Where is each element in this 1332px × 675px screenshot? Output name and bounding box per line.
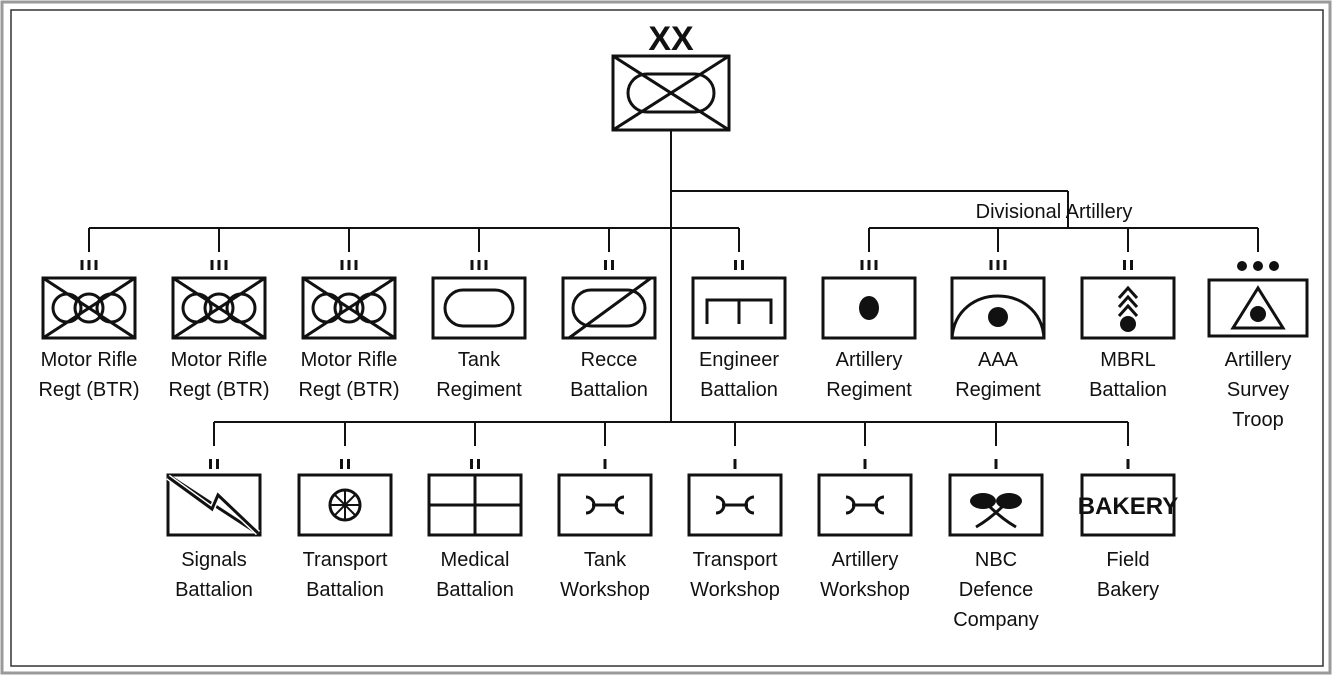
unit-label-line: Regiment <box>955 379 1041 401</box>
unit-label-line: Battalion <box>306 579 384 601</box>
unit-label-line: Tank <box>458 349 501 371</box>
unit-label-line: NBC <box>975 549 1017 571</box>
unit-label-line: MBRL <box>1100 349 1156 371</box>
echelon-mark <box>1237 261 1279 271</box>
unit-label-line: Transport <box>303 549 388 571</box>
unit-label-line: Bakery <box>1097 579 1159 601</box>
unit-label-line: Regt (BTR) <box>38 379 139 401</box>
unit-label-line: Artillery <box>1225 349 1292 371</box>
echelon-mark <box>1123 260 1133 270</box>
workshop-symbol <box>557 473 653 537</box>
unit-aaa: AAA Regiment <box>950 228 1046 401</box>
bakery-symbol: BAKERY <box>1078 473 1178 537</box>
echelon-mark <box>604 260 614 270</box>
workshop-symbol <box>687 473 783 537</box>
unit-mbrl: MBRL Battalion <box>1080 228 1176 401</box>
unit-label-line: Troop <box>1232 409 1284 431</box>
unit-label-line: Workshop <box>820 579 910 601</box>
unit-label-line: Defence <box>959 579 1034 601</box>
echelon-mark <box>989 260 1007 270</box>
unit-label-line: Company <box>953 609 1039 631</box>
unit-label-line: Field <box>1106 549 1149 571</box>
unit-label-line: AAA <box>978 349 1019 371</box>
recce-symbol <box>561 276 657 340</box>
row2-units: SignalsBattalionTransportBattalionMedica… <box>166 422 1178 631</box>
workshop-symbol <box>817 473 913 537</box>
unit-label-line: Regt (BTR) <box>168 379 269 401</box>
unit-label-line: Battalion <box>700 379 778 401</box>
unit-label-line: Battalion <box>1089 379 1167 401</box>
unit-label-line: Battalion <box>570 379 648 401</box>
connector-lines <box>89 130 1258 423</box>
unit-label-line: Workshop <box>690 579 780 601</box>
transport-symbol <box>297 473 393 537</box>
engineer-symbol <box>691 276 787 340</box>
echelon-mark <box>470 459 480 469</box>
divisional-artillery-label: Divisional Artillery <box>976 201 1133 223</box>
unit-label-line: Artillery <box>836 349 903 371</box>
echelon-mark <box>470 260 488 270</box>
rocket-symbol <box>1080 276 1176 340</box>
motor-rifle-symbol <box>41 276 137 340</box>
unit-label-line: Recce <box>581 349 638 371</box>
unit-label-line: Signals <box>181 549 247 571</box>
survey-symbol <box>1207 278 1309 338</box>
unit-label-line: Battalion <box>175 579 253 601</box>
air-defence-symbol <box>950 276 1046 340</box>
unit-label-line: Regiment <box>826 379 912 401</box>
division-echelon: XX <box>648 20 694 58</box>
nbc-symbol <box>948 473 1044 537</box>
echelon-mark <box>340 459 350 469</box>
unit-label-line: Engineer <box>699 349 779 371</box>
echelon-mark <box>340 260 358 270</box>
unit-label-line: Motor Rifle <box>301 349 398 371</box>
unit-label-line: Regiment <box>436 379 522 401</box>
motor-rifle-symbol <box>301 276 397 340</box>
medical-symbol <box>427 473 523 537</box>
motor-rifle-symbol <box>171 276 267 340</box>
unit-label-line: Survey <box>1227 379 1289 401</box>
unit-label-line: Regt (BTR) <box>298 379 399 401</box>
echelon-mark <box>209 459 219 469</box>
echelon-mark <box>210 260 228 270</box>
unit-label-line: Tank <box>584 549 627 571</box>
unit-label-line: Transport <box>693 549 778 571</box>
echelon-mark <box>734 260 744 270</box>
unit-label-line: Artillery <box>832 549 899 571</box>
unit-label-line: Medical <box>441 549 510 571</box>
signals-symbol <box>166 473 262 537</box>
unit-label-line: Motor Rifle <box>171 349 268 371</box>
artillery-symbol <box>821 276 917 340</box>
unit-label-line: Motor Rifle <box>41 349 138 371</box>
bakery-symbol-text: BAKERY <box>1078 493 1178 520</box>
echelon-mark <box>80 260 98 270</box>
unit-label-line: Workshop <box>560 579 650 601</box>
unit-label-line: Battalion <box>436 579 514 601</box>
echelon-mark <box>860 260 878 270</box>
armour-symbol <box>431 276 527 340</box>
